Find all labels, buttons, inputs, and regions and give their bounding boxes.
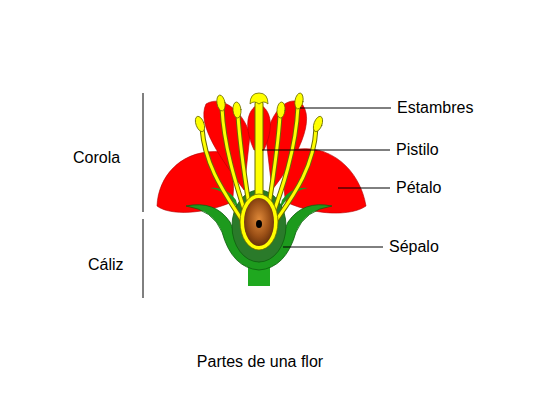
part-label: Estambres: [397, 99, 473, 117]
ovule: [256, 220, 262, 228]
caption: Partes de una flor: [197, 353, 323, 371]
part-label: Corola: [73, 149, 120, 167]
ovary: [244, 198, 274, 246]
leader-lines: [262, 108, 391, 247]
part-label: Pistilo: [396, 141, 439, 159]
caliz-bracket: [143, 219, 144, 298]
part-label: Sépalo: [389, 238, 439, 256]
leader-line: [338, 188, 390, 189]
part-label: Pétalo: [396, 179, 441, 197]
leader-line: [262, 150, 390, 151]
leader-line: [300, 108, 391, 109]
pistil: [240, 93, 278, 250]
corola-bracket: [143, 93, 144, 212]
petal: [157, 152, 234, 213]
leader-line: [283, 247, 383, 248]
petal: [284, 149, 366, 213]
part-label: Cáliz: [88, 256, 124, 274]
